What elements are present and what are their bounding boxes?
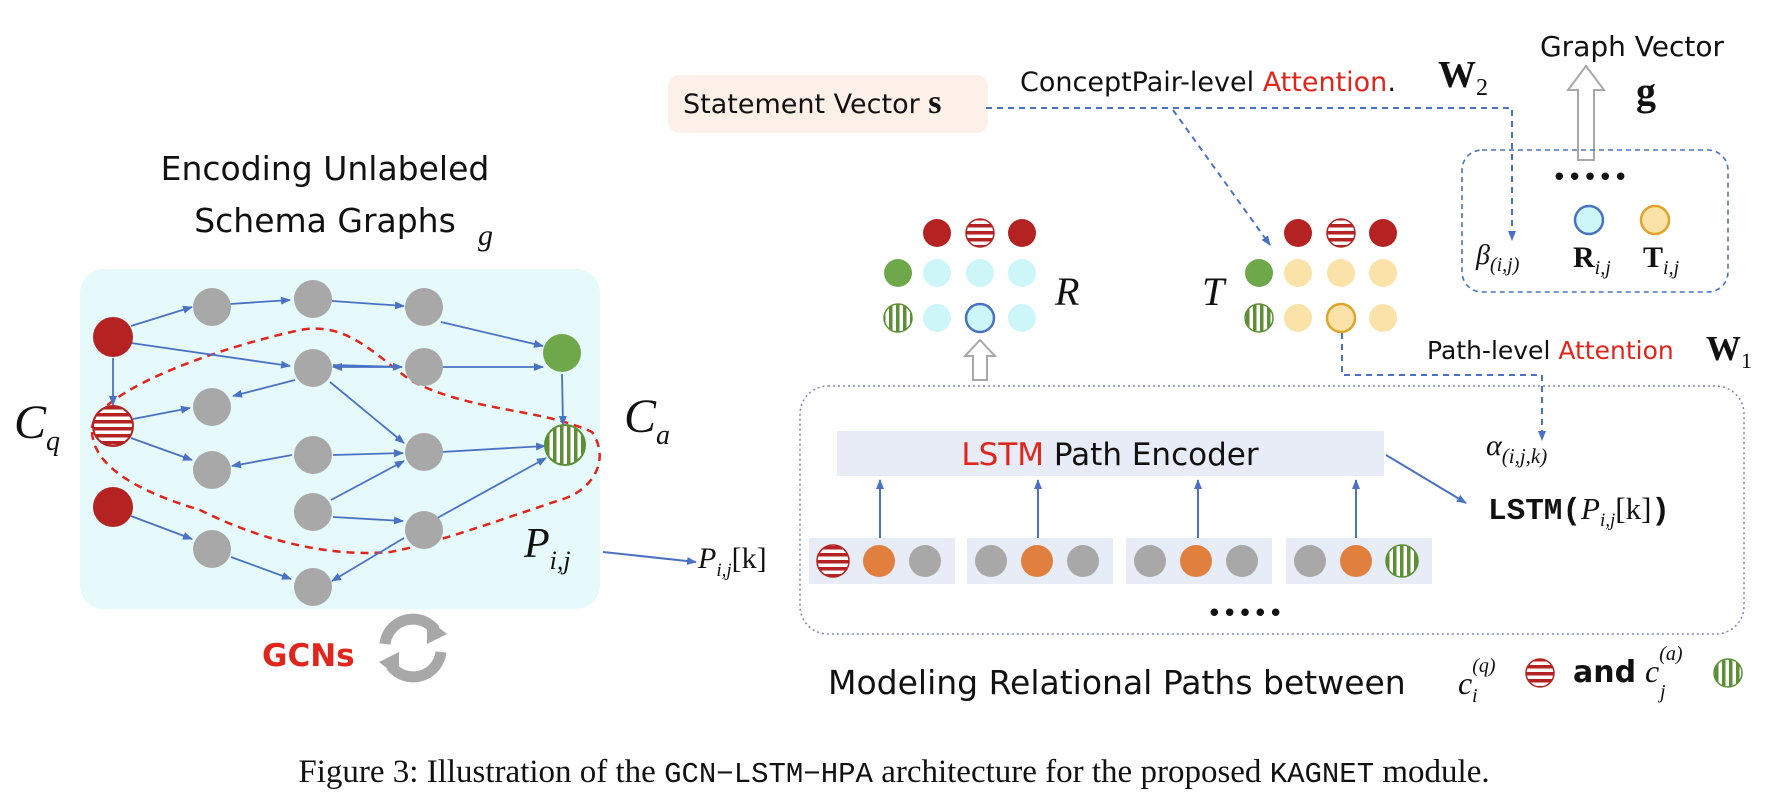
pool-ellipsis: ••••• bbox=[1552, 163, 1629, 193]
t-matrix-label: T bbox=[1202, 269, 1227, 314]
concept-attention-label: ConceptPair-level Attention. bbox=[1020, 67, 1396, 98]
encoding-title-line1: Encoding Unlabeled bbox=[161, 149, 490, 188]
lstm-encoder-box bbox=[837, 431, 1384, 476]
node bbox=[193, 530, 231, 568]
lstm-output-label: LSTM(Pi,j[k]) bbox=[1488, 491, 1670, 531]
cj-symbol: c(a) bbox=[1645, 643, 1683, 689]
pij-label: Pi,j bbox=[523, 521, 571, 575]
and-label: and bbox=[1573, 655, 1636, 690]
encoding-panel: Encoding Unlabeled Schema Graphs g bbox=[14, 149, 670, 683]
cq-label: Cq bbox=[14, 396, 60, 457]
graph-vector-symbol: g bbox=[1636, 69, 1656, 114]
node-question-concept bbox=[93, 317, 133, 357]
statement-vector-area: Statement Vector s ConceptPair-level Att… bbox=[668, 54, 1516, 246]
graph-vector-area: Graph Vector g ••••• β(i,j) Ri,j Ti,j bbox=[1461, 30, 1729, 293]
encoding-title-line2: Schema Graphs bbox=[194, 201, 456, 240]
path-encoder-frame bbox=[799, 385, 1745, 635]
path-token-group bbox=[809, 538, 955, 584]
node bbox=[294, 349, 332, 387]
path-attention-label: Path-level Attention bbox=[1427, 336, 1674, 365]
encoder-output-arrow bbox=[1385, 454, 1467, 504]
r-matrix: R bbox=[883, 218, 1079, 381]
t-matrix: T bbox=[1202, 218, 1397, 334]
w2-label: W2 bbox=[1438, 54, 1488, 101]
t-ij-label: Ti,j bbox=[1643, 241, 1680, 279]
node bbox=[294, 280, 332, 318]
node bbox=[193, 451, 231, 489]
cq-striped-icon bbox=[1525, 658, 1555, 688]
ca-striped-icon bbox=[1713, 658, 1743, 688]
node-ca-striped bbox=[544, 424, 586, 466]
encoding-title-symbol: g bbox=[478, 219, 493, 252]
alpha-label: α(i,j,k) bbox=[1486, 429, 1547, 468]
path-ellipsis: ••••• bbox=[1207, 599, 1284, 629]
ca-label: Ca bbox=[624, 390, 670, 451]
node-cq-striped bbox=[92, 405, 134, 447]
node bbox=[405, 348, 443, 386]
statement-to-t-connector bbox=[1172, 109, 1271, 246]
graph-nodes bbox=[92, 280, 586, 606]
r-ij-label: Ri,j bbox=[1573, 241, 1611, 279]
r-matrix-label: R bbox=[1054, 269, 1079, 314]
lstm-encoder-label: LSTM Path Encoder bbox=[961, 437, 1258, 473]
node bbox=[294, 436, 332, 474]
statement-vector-label: Statement Vector s bbox=[683, 84, 942, 121]
node bbox=[294, 493, 332, 531]
schema-graph-panel bbox=[80, 269, 600, 609]
cj-subscript: j bbox=[1657, 681, 1666, 703]
r-cell-icon bbox=[1573, 204, 1605, 236]
graph-vector-hollow-arrow bbox=[1566, 64, 1606, 161]
attention-pool-box bbox=[1461, 149, 1729, 293]
t-cell-icon bbox=[1639, 204, 1671, 236]
statement-to-beta-connector bbox=[986, 107, 1516, 241]
modeling-paths-title: Modeling Relational Paths between bbox=[828, 663, 1406, 702]
refresh-icon bbox=[379, 613, 447, 683]
node-question-concept-2 bbox=[93, 487, 133, 527]
path-encoder-region: Pi,j[k] LSTM Path Encoder bbox=[697, 329, 1752, 707]
ci-symbol: c(q) bbox=[1458, 655, 1496, 701]
pij-to-pijk-arrow bbox=[602, 551, 697, 566]
path-token-group bbox=[1286, 538, 1432, 584]
graph-edges bbox=[109, 296, 567, 582]
node-answer-concept bbox=[543, 334, 581, 372]
beta-label: β(i,j) bbox=[1475, 240, 1520, 276]
node bbox=[405, 288, 443, 326]
ci-subscript: i bbox=[1472, 685, 1478, 707]
graph-vector-label: Graph Vector bbox=[1540, 30, 1724, 63]
node bbox=[294, 568, 332, 606]
w1-label: W1 bbox=[1706, 329, 1752, 373]
node bbox=[405, 433, 443, 471]
figure-caption: Figure 3: Illustration of the GCN−LSTM−H… bbox=[298, 754, 1489, 791]
statement-vector-box bbox=[668, 75, 988, 133]
node bbox=[193, 388, 231, 426]
pijk-label: Pi,j[k] bbox=[697, 542, 767, 581]
path-token-group bbox=[1126, 538, 1272, 584]
gcns-label: GCNs bbox=[262, 638, 355, 674]
up-hollow-arrow bbox=[962, 338, 998, 381]
node bbox=[193, 288, 231, 326]
path-token-group bbox=[967, 538, 1113, 584]
node bbox=[405, 511, 443, 549]
